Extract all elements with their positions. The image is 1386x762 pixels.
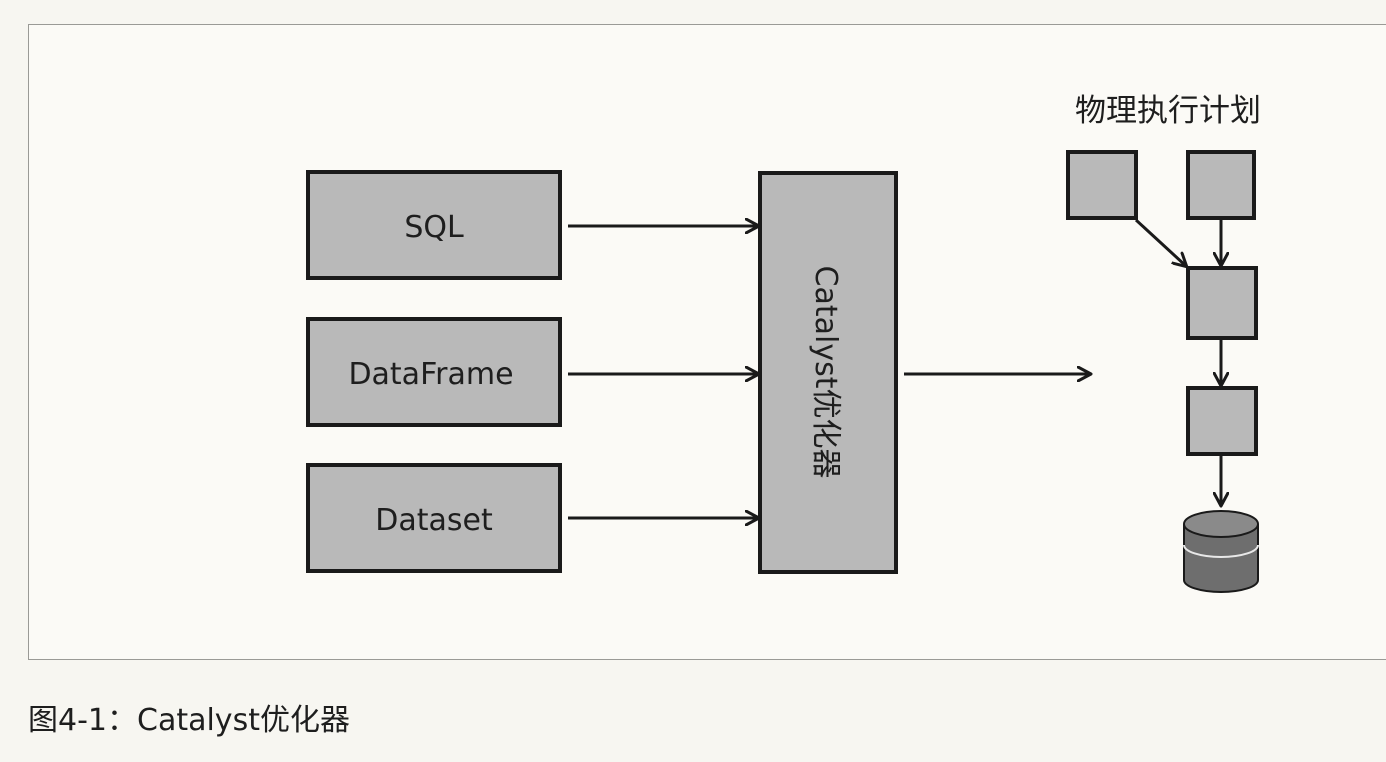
plan-node-right-leaf [1186, 150, 1256, 220]
plan-title: 物理执行计划 [1075, 93, 1261, 129]
input-box-sql: SQL [306, 170, 562, 280]
input-label-sql: SQL [404, 210, 464, 245]
storage-cylinder-icon [1183, 510, 1259, 593]
arrow-left-leaf-to-join [1134, 218, 1186, 266]
input-label-dataframe: DataFrame [348, 357, 513, 392]
input-box-dataset: Dataset [306, 463, 562, 573]
plan-node-upper [1186, 386, 1258, 456]
plan-node-left-leaf [1066, 150, 1138, 220]
optimizer-label: Catalyst优化器 [808, 266, 843, 479]
input-box-dataframe: DataFrame [306, 317, 562, 427]
optimizer-box: Catalyst优化器 [758, 171, 898, 574]
figure-caption: 图4-1：Catalyst优化器 [28, 703, 350, 738]
input-label-dataset: Dataset [375, 503, 493, 538]
figure-frame [28, 24, 1386, 660]
plan-node-join [1186, 266, 1258, 340]
